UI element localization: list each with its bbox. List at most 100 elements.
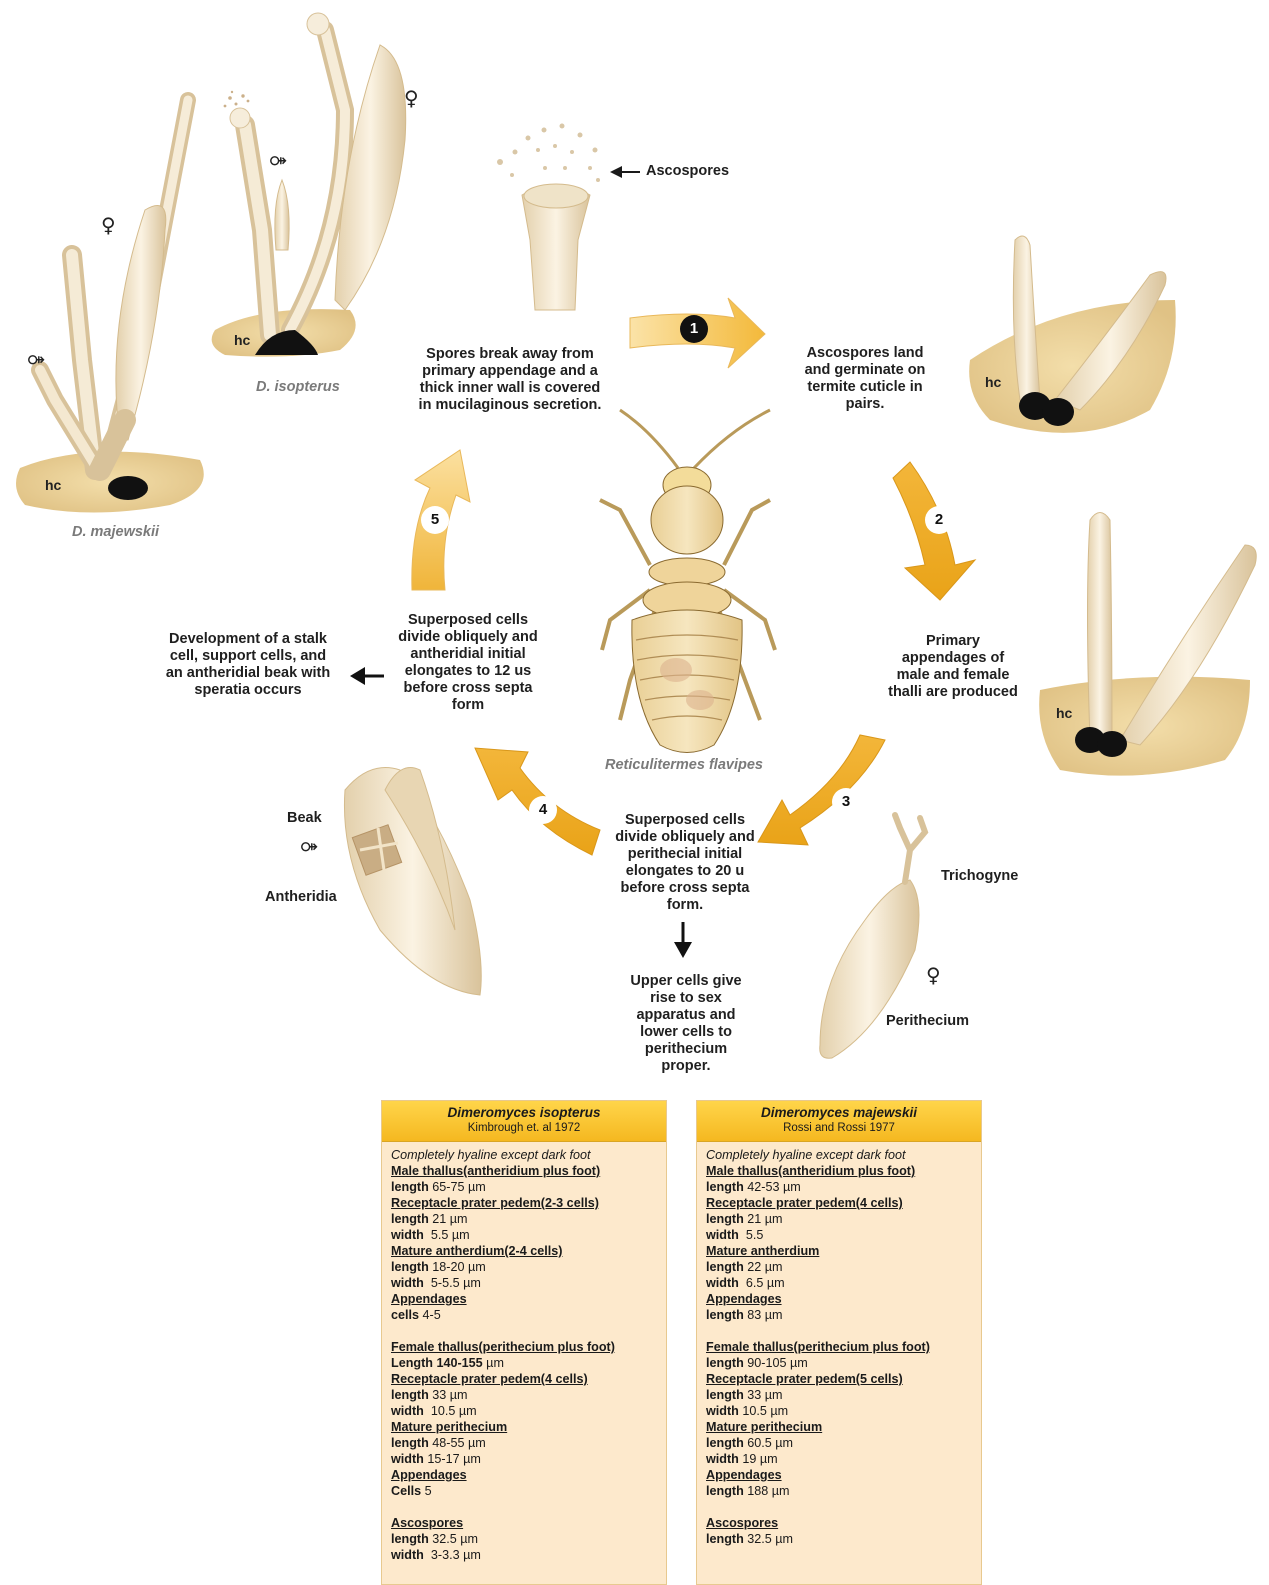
measurement-value: µm: [483, 1356, 504, 1370]
measurement-value: 33 µm: [744, 1388, 783, 1402]
female-symbol-icon: ♀: [101, 213, 116, 237]
measurement-row: width 6.5 µm: [706, 1275, 981, 1291]
section-heading: Ascospores: [391, 1515, 666, 1531]
measurement-value: 5.5: [739, 1228, 764, 1242]
table-d-isopterus: Dimeromyces isopterus Kimbrough et. al 1…: [381, 1100, 667, 1585]
spacer-row: [391, 1499, 666, 1515]
section-heading: Appendages: [706, 1467, 981, 1483]
measurement-row: width 15-17 µm: [391, 1451, 666, 1467]
measurement-value: 33 µm: [429, 1388, 468, 1402]
description-text: Completely hyaline except dark foot: [391, 1147, 666, 1163]
hc-label-isopterus: hc: [234, 332, 250, 348]
measurement-value: 4-5: [419, 1308, 441, 1322]
germinated-ascospores-illustration: [969, 236, 1176, 433]
section-heading: Appendages: [391, 1467, 666, 1483]
perithecium-label: Perithecium: [886, 1013, 969, 1030]
measurement-value: 18-20 µm: [429, 1260, 486, 1274]
section-heading: Receptacle prater pedem(5 cells): [706, 1371, 981, 1387]
species-label-isopterus: D. isopterus: [256, 379, 340, 395]
measurement-row: width 10.5 µm: [706, 1403, 981, 1419]
measurement-key: length: [391, 1436, 429, 1450]
measurement-key: width: [391, 1548, 424, 1562]
measurement-row: length 22 µm: [706, 1259, 981, 1275]
step-badge-1: 1: [680, 315, 708, 343]
measurement-value: 48-55 µm: [429, 1436, 486, 1450]
measurement-key: length: [706, 1532, 744, 1546]
antheridia-illustration: [344, 768, 481, 996]
measurement-key: width: [706, 1228, 739, 1242]
measurement-row: length 60.5 µm: [706, 1435, 981, 1451]
species-label-majewskii: D. majewskii: [72, 524, 159, 540]
measurement-value: 90-105 µm: [744, 1356, 808, 1370]
measurement-key: length: [706, 1180, 744, 1194]
measurement-key: length: [706, 1484, 744, 1498]
measurement-key: width: [706, 1276, 739, 1290]
section-heading: Mature antherdium: [706, 1243, 981, 1259]
measurement-row: length 21 µm: [706, 1211, 981, 1227]
female-symbol-icon: ♀: [926, 963, 941, 987]
section-heading: Mature antherdium(2-4 cells): [391, 1243, 666, 1259]
measurement-value: 10.5 µm: [424, 1404, 477, 1418]
step5-description: Superposed cellsdivide obliquely and ant…: [383, 612, 553, 714]
section-heading: Receptacle prater pedem(2-3 cells): [391, 1195, 666, 1211]
primary-appendages-illustration: [1039, 513, 1256, 776]
measurement-key: Length 140-155: [391, 1356, 483, 1370]
measurement-row: length 42-53 µm: [706, 1179, 981, 1195]
measurement-key: length: [706, 1356, 744, 1370]
measurement-key: cells: [391, 1308, 419, 1322]
step-badge-5: 5: [421, 506, 449, 534]
measurement-value: 5.5 µm: [424, 1228, 470, 1242]
measurement-value: 19 µm: [739, 1452, 778, 1466]
measurement-key: width: [706, 1452, 739, 1466]
step2-description: Ascospores landand germinate on termite …: [790, 345, 940, 413]
measurement-row: length 65-75 µm: [391, 1179, 666, 1195]
table-source: Rossi and Rossi 1977: [697, 1120, 981, 1134]
section-heading: Receptacle prater pedem(4 cells): [391, 1371, 666, 1387]
section-heading: Appendages: [706, 1291, 981, 1307]
measurement-key: width: [391, 1404, 424, 1418]
measurement-key: length: [706, 1308, 744, 1322]
section-heading: Mature perithecium: [391, 1419, 666, 1435]
measurement-row: length 18-20 µm: [391, 1259, 666, 1275]
measurement-row: width 5.5 µm: [391, 1227, 666, 1243]
measurement-key: width: [706, 1404, 739, 1418]
section-heading: Ascospores: [706, 1515, 981, 1531]
spacer-row: [706, 1323, 981, 1339]
measurement-key: length: [706, 1260, 744, 1274]
measurement-row: width 19 µm: [706, 1451, 981, 1467]
section-heading: Female thallus(perithecium plus foot): [391, 1339, 666, 1355]
measurement-value: 65-75 µm: [429, 1180, 486, 1194]
step5-result: Development of a stalkcell, support cell…: [150, 631, 346, 699]
measurement-value: 5: [421, 1484, 432, 1498]
table-title: Dimeromyces majewskii: [697, 1101, 981, 1120]
result-arrow-left: [350, 667, 384, 685]
section-heading: Receptacle prater pedem(4 cells): [706, 1195, 981, 1211]
step-badge-3: 3: [832, 788, 860, 816]
table-header: Dimeromyces isopterus Kimbrough et. al 1…: [382, 1101, 666, 1142]
result-arrow-down: [674, 922, 692, 958]
measurement-value: 60.5 µm: [744, 1436, 793, 1450]
measurement-key: width: [391, 1276, 424, 1290]
table-source: Kimbrough et. al 1972: [382, 1120, 666, 1134]
measurement-row: Cells 5: [391, 1483, 666, 1499]
spacer-row: [391, 1323, 666, 1339]
hc-label-step3: hc: [1056, 705, 1072, 721]
spacer-row: [706, 1499, 981, 1515]
measurement-key: length: [706, 1388, 744, 1402]
measurement-row: width 5.5: [706, 1227, 981, 1243]
termite-illustration: [600, 410, 775, 753]
measurement-row: length 33 µm: [706, 1387, 981, 1403]
measurement-value: 32.5 µm: [429, 1532, 478, 1546]
measurement-row: length 83 µm: [706, 1307, 981, 1323]
measurement-row: length 48-55 µm: [391, 1435, 666, 1451]
section-heading: Appendages: [391, 1291, 666, 1307]
male-symbol-icon: ⚩: [28, 348, 45, 372]
measurement-row: width 5-5.5 µm: [391, 1275, 666, 1291]
section-heading: Male thallus(antheridium plus foot): [706, 1163, 981, 1179]
measurement-key: length: [391, 1532, 429, 1546]
measurement-key: length: [391, 1212, 429, 1226]
step-badge-2: 2: [925, 506, 953, 534]
female-symbol-icon: ♀: [404, 86, 419, 110]
primary-appendage-tip: [497, 124, 640, 311]
